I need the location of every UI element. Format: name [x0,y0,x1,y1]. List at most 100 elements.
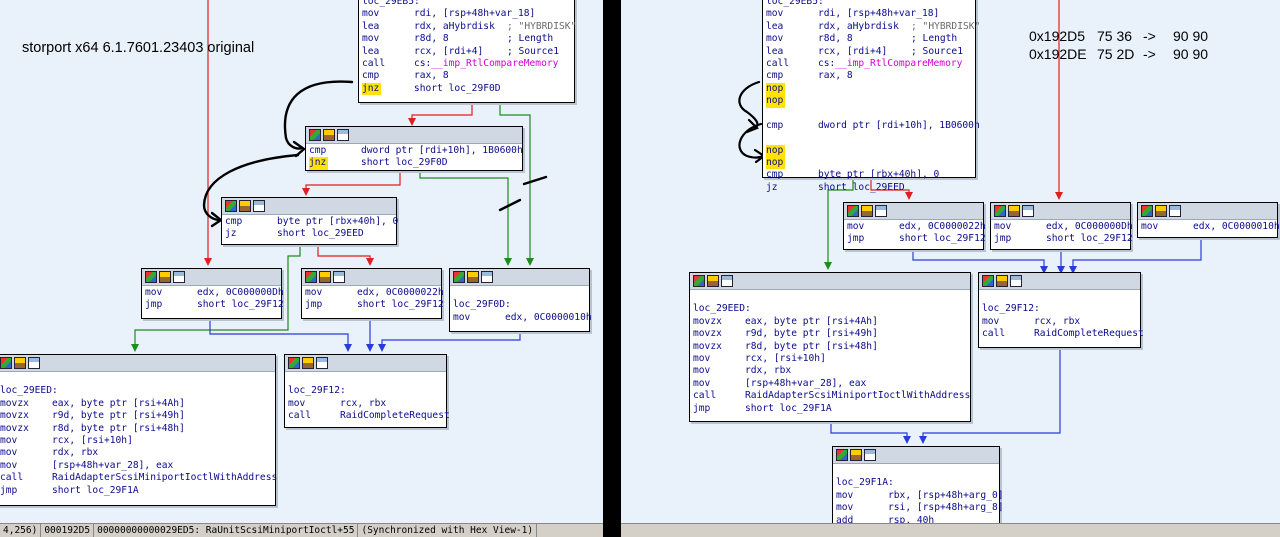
color-icon[interactable] [225,200,237,212]
operands[interactable]: r8d, 8 [414,33,449,45]
mnemonic[interactable]: mov [362,8,380,20]
code-label[interactable]: loc_29EB5: [766,0,972,8]
color-icon[interactable] [305,271,317,283]
location-label[interactable]: loc_29EB5: [362,0,420,7]
color-icon[interactable] [0,357,12,369]
mnemonic[interactable]: add [836,514,854,526]
operands[interactable]: r8d, byte ptr [rsi+48h] [52,422,185,434]
mnemonic[interactable]: jmp [145,299,163,311]
edit-icon[interactable] [159,271,171,283]
code-line[interactable]: jmp short loc_29F12 [994,233,1133,245]
mnemonic[interactable]: movzx [0,410,29,422]
code-label[interactable]: loc_29F1A: [836,477,996,489]
mnemonic[interactable]: jmp [994,233,1012,245]
code-line[interactable]: mov [rsp+48h+var_28], eax [693,378,967,390]
mnemonic[interactable]: lea [362,20,380,32]
graph-icon[interactable] [875,205,887,217]
operands[interactable]: r8d, 8 [818,33,853,45]
mnemonic[interactable]: cmp [766,119,784,131]
operands[interactable]: rcx, [rdi+4] [414,45,484,57]
location-label[interactable]: loc_29F1A: [836,477,894,489]
left-graph-view[interactable]: storport x64 6.1.7601.23403 original loc… [0,0,603,537]
mnemonic[interactable]: call [288,410,312,422]
location-label[interactable]: loc_29EB5: [766,0,824,7]
edit-icon[interactable] [14,357,26,369]
mnemonic[interactable]: call [766,57,790,69]
code-line[interactable]: movzx r8d, byte ptr [rsi+48h] [693,341,967,353]
operands[interactable]: RaidAdapterScsiMiniportIoctlWithAddress [52,472,278,484]
operands[interactable]: [rsp+48h+var_28], eax [52,459,174,471]
graph-icon[interactable] [316,357,328,369]
operands[interactable]: edx, 0C0000010h [1193,221,1280,232]
graph-icon[interactable] [481,271,493,283]
mnemonic[interactable]: nop [766,82,786,96]
mnemonic[interactable]: mov [145,287,163,298]
operands[interactable]: cs:__imp_RtlCompareMemory [414,57,559,69]
operands[interactable]: rcx, [rsi+10h] [52,434,133,446]
mnemonic[interactable]: jmp [693,402,711,414]
mnemonic[interactable]: mov [836,502,854,514]
graph-icon[interactable] [253,200,265,212]
operands[interactable]: r8d, byte ptr [rsi+48h] [745,340,878,352]
code-label[interactable]: loc_29EB5: [362,0,571,8]
mnemonic[interactable]: lea [362,45,380,57]
operands[interactable]: short loc_29F12 [899,233,986,245]
edit-icon[interactable] [239,200,251,212]
operands[interactable]: byte ptr [rbx+40h], 0 [818,169,940,181]
mnemonic[interactable]: movzx [693,340,722,352]
mnemonic[interactable]: jmp [305,299,323,311]
mnemonic[interactable]: movzx [0,397,29,409]
color-icon[interactable] [145,271,157,283]
edit-icon[interactable] [467,271,479,283]
color-icon[interactable] [994,205,1006,217]
mnemonic[interactable]: lea [766,45,784,57]
mnemonic[interactable]: lea [766,20,784,32]
mnemonic[interactable]: cmp [766,70,784,82]
graph-icon[interactable] [1010,275,1022,287]
edit-icon[interactable] [850,449,862,461]
mnemonic[interactable]: mov [453,311,471,323]
mnemonic[interactable]: movzx [693,315,722,327]
operands[interactable]: short loc_29F1A [745,402,832,414]
mnemonic[interactable]: mov [693,377,711,389]
mnemonic[interactable]: nop [766,144,786,158]
location-label[interactable]: loc_29F12: [288,385,346,397]
mnemonic[interactable]: call [982,328,1006,340]
mnemonic[interactable]: jmp [847,233,865,245]
mnemonic[interactable]: jnz [309,157,329,170]
operands[interactable]: rdx, aHybrdisk [414,20,495,32]
edit-icon[interactable] [707,275,719,287]
mnemonic[interactable]: mov [693,365,711,377]
color-icon[interactable] [309,129,321,141]
color-icon[interactable] [288,357,300,369]
mnemonic[interactable]: call [362,57,386,69]
operands[interactable]: eax, byte ptr [rsi+4Ah] [745,315,878,327]
location-label[interactable]: loc_29EED: [693,303,751,315]
operands[interactable]: short loc_29F12 [1046,233,1133,245]
operands[interactable]: [rsp+48h+var_28], eax [745,377,867,389]
operands[interactable]: rbx, [rsp+48h+arg_0] [888,489,1004,501]
